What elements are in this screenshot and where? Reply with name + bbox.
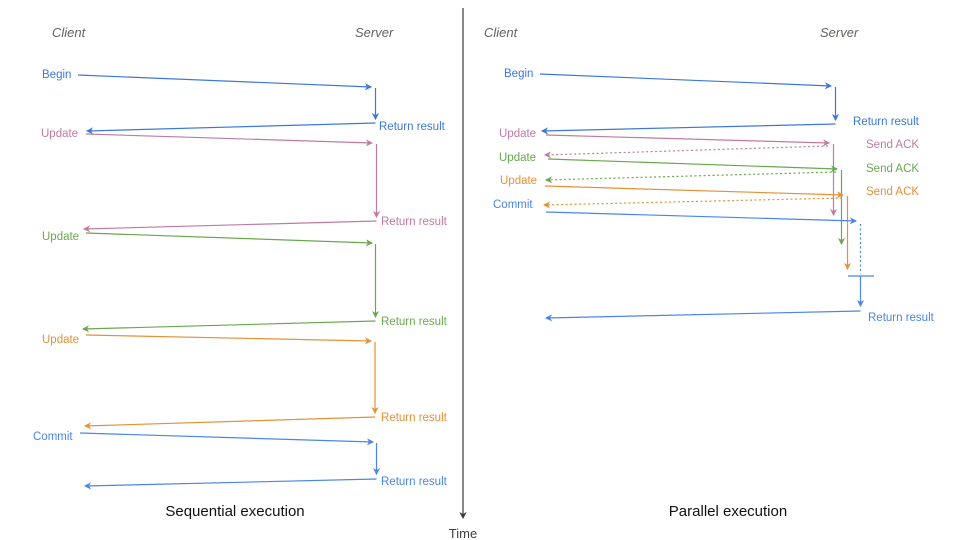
panel-title-parallel: Parallel execution <box>669 503 787 520</box>
return-label-begin-right: Return result <box>853 116 920 128</box>
message-label-update2-left: Update <box>42 231 79 243</box>
update1-ack-right <box>543 145 829 159</box>
update3-request-right <box>544 185 845 199</box>
message-label-update1-right: Update <box>499 128 536 140</box>
commit-request-right <box>545 211 858 225</box>
update3-request-left <box>85 334 373 345</box>
message-label-update3-left: Update <box>42 334 79 346</box>
return-label-commit-left: Return result <box>381 476 448 488</box>
update1-response-left <box>82 220 377 233</box>
message-label-update3-right: Update <box>500 175 537 187</box>
ack-label-update1-right: Send ACK <box>866 139 919 151</box>
message-label-begin-left: Begin <box>42 69 71 81</box>
update1-request-left <box>85 133 374 147</box>
ack-label-update2-right: Send ACK <box>866 163 919 175</box>
commit-response-right <box>544 310 861 322</box>
begin-response-left <box>85 122 376 135</box>
begin-request-right <box>539 73 833 90</box>
time-axis-label: Time <box>449 526 477 540</box>
message-label-update1-left: Update <box>41 128 78 140</box>
return-label-begin-left: Return result <box>379 121 446 133</box>
update2-ack-right <box>544 171 837 184</box>
update2-request-right <box>547 158 839 173</box>
lifeline-header-client-right: Client <box>484 25 519 40</box>
message-label-commit-right: Commit <box>493 199 533 211</box>
commit-response-left <box>83 478 377 490</box>
lifeline-header-server-left: Server <box>355 25 394 40</box>
update1-request-right <box>545 134 831 147</box>
begin-response-right <box>540 123 836 135</box>
message-label-begin-right: Begin <box>504 68 533 80</box>
commit-request-left <box>79 432 375 446</box>
ack-label-update3-right: Send ACK <box>866 186 919 198</box>
update2-response-left <box>81 320 376 333</box>
return-label-update3-left: Return result <box>381 412 448 424</box>
panel-title-sequential: Sequential execution <box>165 503 304 520</box>
return-label-update1-left: Return result <box>381 216 448 228</box>
lifeline-header-client-left: Client <box>52 25 87 40</box>
begin-request-left <box>77 74 373 91</box>
return-label-update2-left: Return result <box>381 316 448 328</box>
update2-request-left <box>85 232 374 247</box>
update3-ack-right <box>542 197 843 209</box>
lifeline-header-server-right: Server <box>820 25 859 40</box>
update3-response-left <box>83 416 376 430</box>
message-label-commit-left: Commit <box>33 431 73 443</box>
message-label-update2-right: Update <box>499 152 536 164</box>
return-label-commit-right: Return result <box>868 312 935 324</box>
